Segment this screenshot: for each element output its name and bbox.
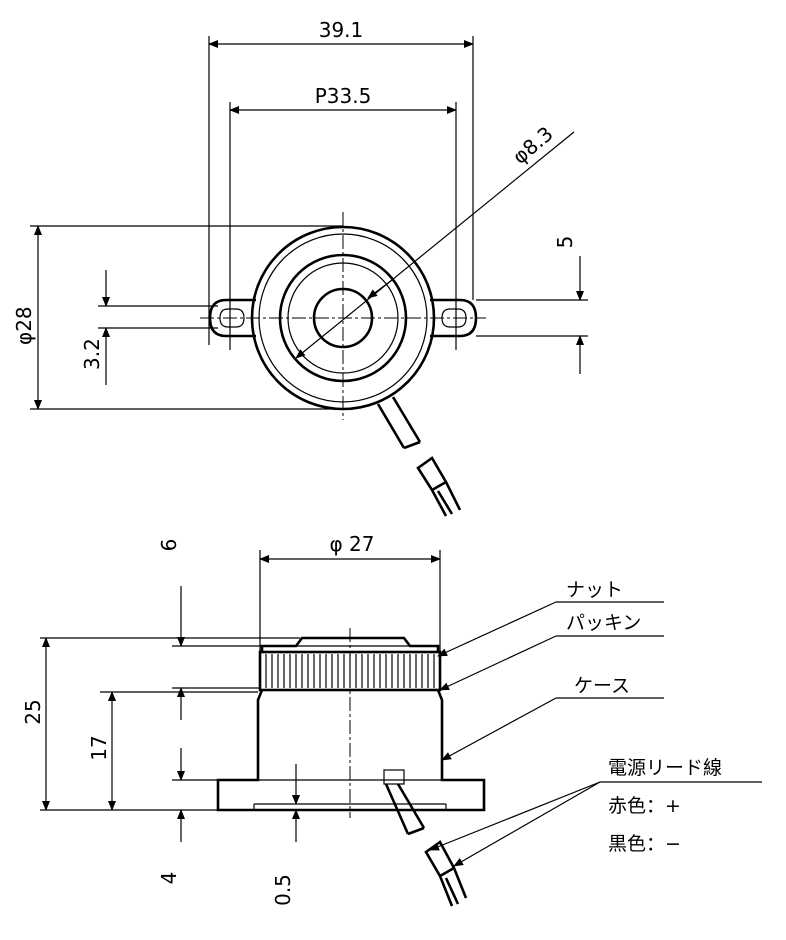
side-view: φ 27 6 25 17 4 0.5 ナット パッキン (21, 532, 762, 907)
left-ear-slot (219, 308, 245, 328)
label-case: ケース (574, 675, 630, 697)
dim-hole-dia: φ8.3 (508, 122, 558, 169)
dim-nut-height: 6 (157, 539, 181, 552)
lead-grommet (383, 769, 405, 785)
top-view: 39.1 P33.5 φ8.3 5 3.2 φ28 (12, 18, 588, 517)
lead-wire-top (376, 396, 422, 450)
dim-flange-height: 4 (157, 872, 181, 885)
label-lead-wire: 電源リード線 (608, 757, 722, 779)
label-black: 黒色：− (608, 833, 681, 855)
dim-total-height: 25 (21, 699, 45, 724)
callout-nut-leader (437, 601, 557, 657)
callout-case-leader (441, 697, 557, 761)
dim-pitch: P33.5 (315, 84, 372, 108)
right-ear-slot (441, 308, 467, 328)
lead-wire-side-ends (424, 840, 468, 907)
lead-wire-top-ends (416, 456, 462, 517)
dim-body-dia: φ28 (12, 306, 36, 345)
lead-wire-side (384, 783, 426, 836)
callout-lead-leader-2 (453, 781, 601, 867)
knurl-lines (265, 654, 435, 688)
dim-line-hole (295, 131, 575, 359)
case-body (216, 689, 486, 812)
dim-case-height: 17 (87, 735, 111, 760)
callout-packing-leader (439, 635, 557, 691)
label-nut: ナット (566, 579, 623, 601)
dim-gap: 0.5 (271, 874, 295, 906)
dim-offset: 5 (553, 236, 577, 249)
dim-overall-width: 39.1 (319, 18, 364, 42)
label-red: 赤色：+ (608, 795, 681, 817)
dim-slot: 3.2 (80, 338, 104, 370)
nut-top (260, 636, 440, 652)
dim-top-dia: φ 27 (330, 532, 375, 556)
callout-lead-leader-1 (429, 781, 601, 851)
label-packing: パッキン (566, 612, 641, 634)
